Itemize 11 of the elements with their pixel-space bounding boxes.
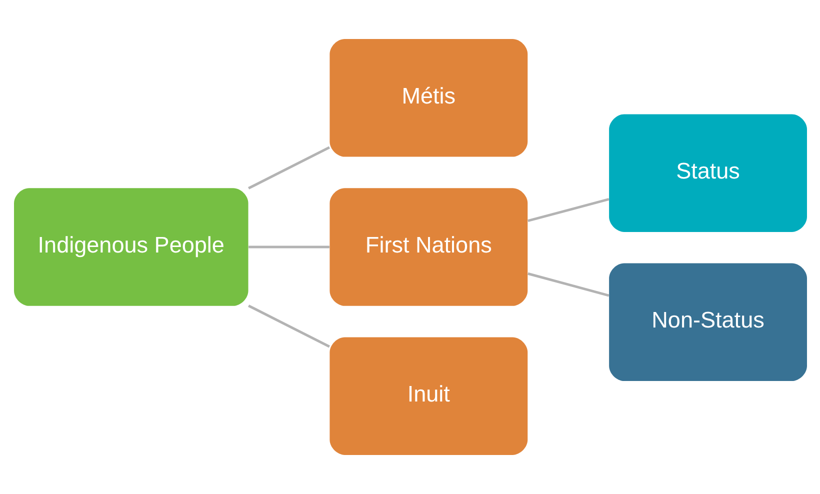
node-box: Métis [329,39,528,157]
node-box: First Nations [329,188,528,306]
node-box: Inuit [329,337,528,455]
connector [527,272,609,297]
connector [248,246,329,248]
connector [527,198,609,222]
connector [248,304,330,348]
node-box: Status [608,114,806,232]
node-box: Non-Status [608,263,806,382]
node-box: Indigenous People [14,188,248,306]
connector [248,146,330,190]
